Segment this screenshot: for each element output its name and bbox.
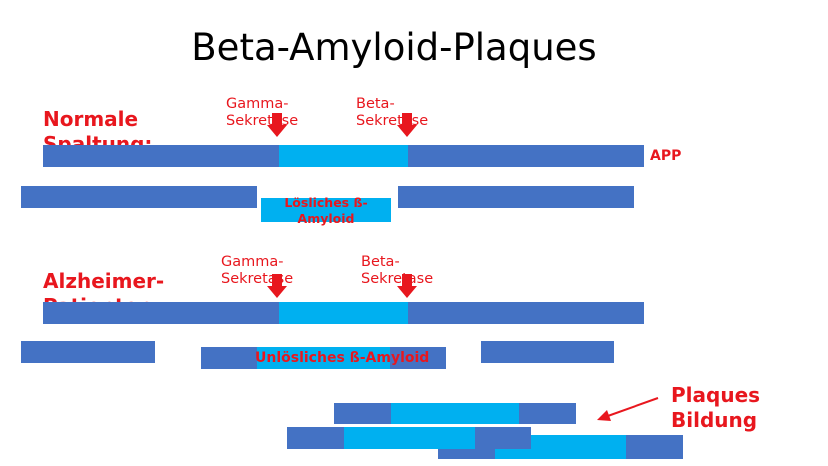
gamma-secretase-label: Gamma- Sekretase (226, 96, 299, 129)
normal-left-fragment (21, 186, 257, 208)
plaque-row2-right-cap (475, 427, 531, 449)
insoluble-amyloid-left-cap (201, 347, 257, 369)
normal-heading-line2: Spaltung: (43, 132, 153, 146)
alzheimer-gamma-cleavage-arrow-icon (267, 274, 287, 298)
gamma-cleavage-arrow-icon (267, 113, 287, 137)
alzheimer-left-fragment (21, 341, 155, 363)
insoluble-amyloid-right-cap (390, 347, 446, 369)
insoluble-amyloid-core (257, 347, 390, 369)
plaque-pointer-arrow-icon (597, 397, 659, 421)
alzheimer-app-left-segment (43, 302, 279, 324)
normal-right-fragment (398, 186, 634, 208)
app-label: APP (650, 148, 682, 164)
page-title: Beta-Amyloid-Plaques (191, 26, 597, 69)
normal-heading-line1: Normale (43, 107, 139, 131)
alzheimer-app-amyloid-segment (279, 302, 408, 324)
plaque-row1-right-cap (519, 403, 576, 424)
plaque-formation-label: Plaques Bildung (671, 383, 761, 432)
insoluble-amyloid-label: Unlösliches ß-Amyloid (255, 350, 430, 366)
soluble-amyloid-label: Lösliches ß- Amyloid (284, 195, 368, 226)
alzheimer-beta-secretase-label: Beta- Sekretase (361, 254, 434, 287)
alzheimer-right-fragment (481, 341, 614, 363)
alzheimer-app-right-segment (408, 302, 644, 324)
alzheimer-heading-line1: Alzheimer- (43, 269, 165, 293)
alzheimer-beta-cleavage-arrow-icon (397, 274, 417, 298)
alzheimer-heading: Alzheimer- Patienten: (43, 269, 165, 308)
app-bar-right-segment (408, 145, 644, 167)
plaque-row2-core (344, 427, 475, 449)
plaque-row1-left-cap (334, 403, 391, 424)
plaque-row3-right-cap (626, 435, 683, 459)
normal-cleavage-heading: Normale Spaltung: (43, 107, 152, 146)
beta-secretase-label: Beta- Sekretase (356, 96, 429, 129)
beta-cleavage-arrow-icon (397, 113, 417, 137)
plaque-row1-core (391, 403, 519, 424)
app-bar-amyloid-segment (279, 145, 408, 167)
app-bar-left-segment (43, 145, 279, 167)
soluble-amyloid-fragment (261, 198, 391, 222)
plaque-row2-left-cap (287, 427, 344, 449)
